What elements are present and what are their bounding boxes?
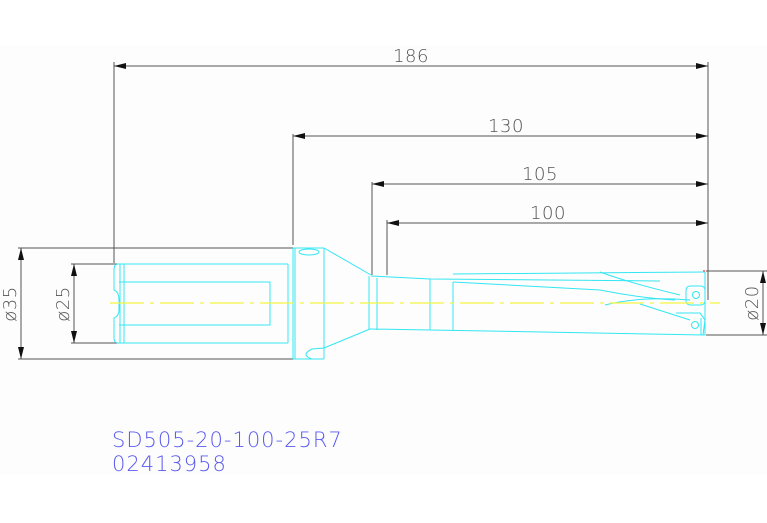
- cutting-inserts: [676, 285, 706, 336]
- flute: [452, 271, 706, 335]
- dim-neck-to-tip: 105: [522, 164, 558, 185]
- dim-flute-length: 100: [530, 203, 566, 224]
- order-code-label: 02413958: [112, 452, 227, 476]
- neck: [368, 275, 706, 336]
- dim-cutting-diameter: ø20: [742, 285, 763, 320]
- part-number-label: SD505-20-100-25R7: [112, 428, 343, 452]
- dimension-lines: [18, 62, 767, 360]
- dim-overall-length: 186: [393, 46, 429, 67]
- dim-shank-diameter: ø25: [53, 286, 74, 321]
- dim-flange-to-tip: 130: [488, 116, 524, 137]
- drawing-sheet: [0, 45, 767, 475]
- dim-flange-diameter: ø35: [0, 286, 21, 321]
- tip-marker: [703, 270, 705, 272]
